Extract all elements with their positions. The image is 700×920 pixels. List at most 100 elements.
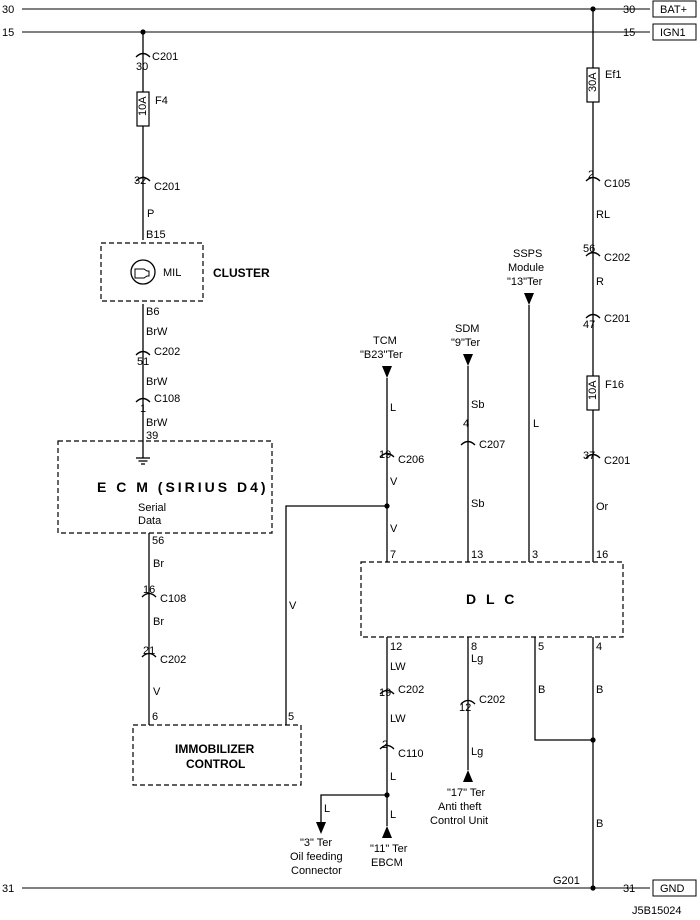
antitheft-label-2: Anti theft xyxy=(438,801,481,813)
immobilizer-box: 6 5 IMMOBILIZER CONTROL xyxy=(132,711,302,786)
connector-c110-name: C110 xyxy=(398,748,423,760)
fuse-f16-rating: 10A xyxy=(587,380,599,400)
wire-color-lw-1: LW xyxy=(390,661,406,673)
dlc-title: D L C xyxy=(466,591,517,607)
wire-color-lg-1: Lg xyxy=(471,653,483,665)
wire-color-v-loop: V xyxy=(289,600,297,612)
connector-c201-37: 37 C201 xyxy=(583,450,630,467)
connector-c201-mid-name: C201 xyxy=(154,181,180,193)
connector-c202-12-pin: 12 xyxy=(459,702,471,714)
bat-rail-label-box xyxy=(652,0,697,18)
connector-c108-1: 1 C108 xyxy=(135,393,180,415)
dlc-pin-5: 5 xyxy=(538,641,544,653)
dlc-pin-4: 4 xyxy=(596,641,602,653)
sdm-branch: SDM "9"Ter Sb 4 C207 Sb xyxy=(451,323,505,562)
sdm-arrow-icon xyxy=(463,354,473,366)
right-circuit: 30A Ef1 2 C105 RL 56 C202 R 47 C201 10A … xyxy=(583,9,630,562)
tcm-label-2: "B23"Ter xyxy=(360,349,403,361)
ebcm-label-1: "11" Ter xyxy=(370,843,408,855)
connector-c105: 2 C105 xyxy=(585,169,630,190)
connector-c201-mid: 32 C201 xyxy=(134,175,180,193)
oil-connector-label-1: "3" Ter xyxy=(300,837,332,849)
wire-color-lg-2: Lg xyxy=(471,746,483,758)
connector-c202-21: 21 C202 xyxy=(141,645,186,666)
ssps-wire-color-l: L xyxy=(533,418,539,430)
ssps-label-2: Module xyxy=(508,262,544,274)
tcm-wire-color-v-2: V xyxy=(390,523,398,535)
wire-color-l-1: L xyxy=(390,771,396,783)
gnd-rail-label: GND xyxy=(660,883,685,895)
fuse-f4: 10A F4 xyxy=(136,91,168,127)
connector-c201-top-name: C201 xyxy=(152,51,178,63)
connector-c202-56-pin: 56 xyxy=(583,243,595,255)
ign-rail-label: IGN1 xyxy=(660,27,686,39)
ign-rail: 15 15 IGN1 xyxy=(2,23,697,41)
gnd-rail-right-number: 31 xyxy=(623,883,635,895)
connector-c108-1-pin: 1 xyxy=(140,403,146,415)
immobilizer-title-1: IMMOBILIZER xyxy=(175,742,255,756)
wire-color-b-2: B xyxy=(596,684,603,696)
connector-c201-47: 47 C201 xyxy=(583,313,630,331)
immobilizer-pin-6: 6 xyxy=(152,711,158,723)
wire-color-l-down: L xyxy=(390,809,396,821)
sdm-label-2: "9"Ter xyxy=(451,337,481,349)
connector-c108-16-pin: 16 xyxy=(143,584,155,596)
connector-c202-56-name: C202 xyxy=(604,252,630,264)
wire-color-r: R xyxy=(596,276,604,288)
wire-color-lw-2: LW xyxy=(390,713,406,725)
bat-rail: 30 30 BAT+ xyxy=(2,0,697,18)
connector-c201-top-pin: 30 xyxy=(136,61,148,73)
antitheft-label-1: "17" Ter xyxy=(447,787,486,799)
cluster-box: B15 MIL CLUSTER B6 xyxy=(100,229,270,318)
connector-c108-16: 16 C108 xyxy=(141,584,186,605)
fuse-f16: 10A F16 xyxy=(586,375,624,411)
gnd-rail-left-number: 31 xyxy=(2,883,14,895)
fuse-f16-name: F16 xyxy=(605,379,624,391)
cluster-pin-b6: B6 xyxy=(146,306,159,318)
sdm-label-1: SDM xyxy=(455,323,479,335)
ssps-arrow-icon xyxy=(524,293,534,305)
dlc-pin-7: 7 xyxy=(390,549,396,561)
mil-label: MIL xyxy=(163,267,181,279)
antitheft-arrow-icon xyxy=(463,770,473,782)
ign-rail-label-box xyxy=(652,23,697,41)
fuse-ef1-name: Ef1 xyxy=(605,69,622,81)
connector-c202-21-pin: 21 xyxy=(143,645,155,657)
wire-color-b-1: B xyxy=(538,684,545,696)
wire-color-or: Or xyxy=(596,501,609,513)
connector-c201-47-name: C201 xyxy=(604,313,630,325)
wire-color-br-2: Br xyxy=(153,616,164,628)
ebcm-label-2: EBCM xyxy=(371,857,403,869)
connector-c201-mid-pin: 32 xyxy=(134,175,146,187)
connector-c202-51-pin: 51 xyxy=(137,356,149,368)
tcm-arrow-icon xyxy=(382,366,392,378)
fuse-f4-rating: 10A xyxy=(137,96,149,116)
tcm-junction-dot xyxy=(384,503,390,509)
fuse-f4-name: F4 xyxy=(155,95,168,107)
ground-icon xyxy=(136,457,150,465)
ign-rail-right-number: 15 xyxy=(623,27,635,39)
wire-color-v: V xyxy=(153,686,161,698)
bat-rail-left-number: 30 xyxy=(2,4,14,16)
figure-id: J5B15024 xyxy=(632,905,682,917)
connector-c105-pin: 2 xyxy=(588,169,594,181)
ecm-serial-label-1: Serial xyxy=(138,502,166,514)
connector-c110-pin: 2 xyxy=(382,739,388,751)
dlc-box: D L C 7 13 3 16 12 8 5 4 xyxy=(360,549,624,653)
connector-c201-47-pin: 47 xyxy=(583,319,595,331)
ssps-label-3: "13"Ter xyxy=(507,276,543,288)
cluster-title: CLUSTER xyxy=(213,266,270,280)
fuse-ef1-rating: 30A xyxy=(587,72,599,92)
connector-c201-top: 30 C201 xyxy=(135,51,178,73)
connector-c206-name: C206 xyxy=(398,454,424,466)
immobilizer-title-2: CONTROL xyxy=(186,757,245,771)
connector-c207-name: C207 xyxy=(479,439,505,451)
connector-c202-56: 56 C202 xyxy=(583,243,630,264)
antitheft-label-3: Control Unit xyxy=(430,815,488,827)
ecm-box: E C M (SIRIUS D4) Serial Data 56 xyxy=(57,440,273,547)
ebcm-arrow-icon xyxy=(382,826,392,838)
dlc-pin-13: 13 xyxy=(471,549,483,561)
dlc-pin-12: 12 xyxy=(390,641,402,653)
connector-c202-19-pin: 19 xyxy=(379,687,391,699)
